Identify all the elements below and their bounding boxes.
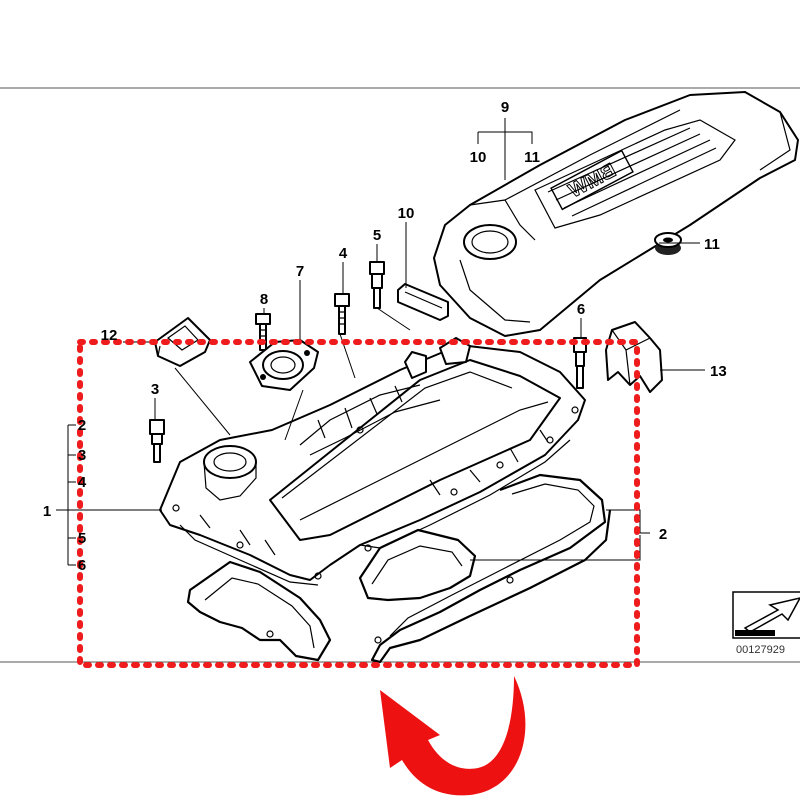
reference-number: 00127929: [736, 644, 785, 656]
bolt-4: [334, 293, 350, 335]
bolt-6: [573, 337, 587, 389]
bmw-logo-plate: [550, 149, 634, 211]
callout-7: 7: [296, 263, 304, 280]
curved-arrow: [380, 676, 526, 796]
callout-8: 8: [260, 291, 268, 308]
bracket: [605, 321, 663, 393]
bolt-5: [369, 261, 385, 309]
callout-3: 3: [151, 381, 159, 398]
callout-2-right: 2: [659, 526, 667, 543]
callout-5-top: 5: [373, 227, 381, 244]
seal-strip: [397, 283, 449, 321]
callout-5-left: 5: [78, 530, 86, 547]
breather-flange: [249, 339, 319, 391]
callout-10-mid: 10: [398, 205, 415, 222]
callout-13: 13: [710, 363, 727, 380]
valve-cover: [159, 337, 586, 586]
oil-filler-cap: [154, 317, 211, 367]
highlight-box: [77, 339, 640, 668]
callout-2-left: 2: [78, 417, 86, 434]
reference-arrow-icon: [732, 591, 800, 639]
callout-4-left: 4: [78, 474, 87, 491]
grommet: [654, 232, 682, 255]
callout-6-right: 6: [577, 301, 585, 318]
callout-1: 1: [43, 503, 51, 520]
callout-10-top: 10: [470, 149, 487, 166]
bolt-3: [149, 419, 165, 463]
engine-cover: BMW: [433, 91, 799, 337]
callout-6-left: 6: [78, 557, 86, 574]
callout-12: 12: [101, 327, 118, 344]
callout-9: 9: [501, 99, 509, 116]
bolt-8: [255, 313, 271, 351]
callout-11-top: 11: [524, 149, 540, 166]
valve-cover-gasket: [186, 473, 612, 664]
callout-4-top: 4: [339, 245, 348, 262]
callout-3-left: 3: [78, 447, 86, 464]
callout-11-right: 11: [704, 236, 720, 253]
